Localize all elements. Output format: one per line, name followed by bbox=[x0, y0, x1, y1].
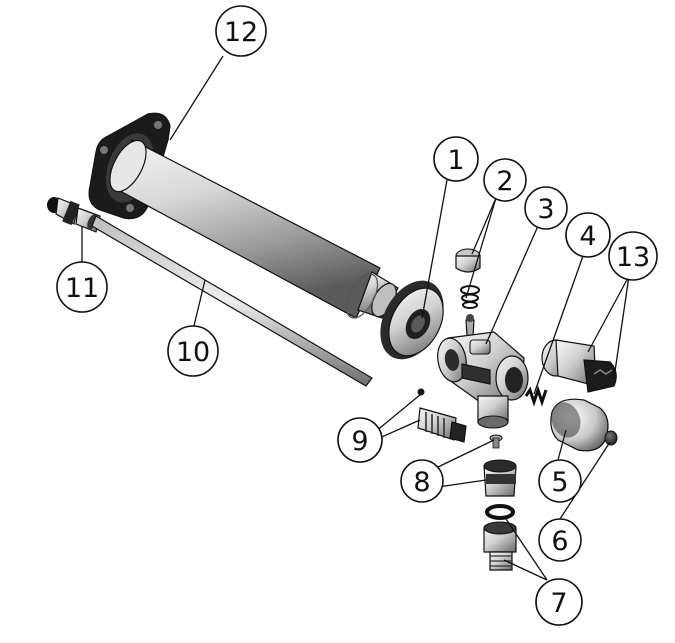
callout-11: 11 bbox=[56, 261, 108, 313]
svg-text:4: 4 bbox=[579, 221, 596, 252]
part-12-flange-pipe bbox=[88, 112, 399, 319]
part-10-rod bbox=[91, 215, 373, 387]
svg-text:7: 7 bbox=[550, 588, 567, 619]
callout-9: 9 bbox=[337, 417, 383, 463]
svg-text:11: 11 bbox=[65, 273, 99, 304]
part-6-ring bbox=[604, 430, 618, 446]
svg-text:13: 13 bbox=[616, 242, 650, 273]
callout-10: 10 bbox=[167, 325, 219, 377]
callout-13: 13 bbox=[608, 231, 658, 281]
svg-text:9: 9 bbox=[351, 426, 368, 457]
callout-12: 12 bbox=[215, 5, 267, 57]
part-13-vacuum-breaker bbox=[541, 339, 617, 393]
part-8-screw-nut bbox=[483, 434, 517, 497]
svg-text:10: 10 bbox=[176, 337, 210, 368]
svg-text:6: 6 bbox=[551, 526, 568, 557]
svg-text:3: 3 bbox=[537, 194, 554, 225]
callout-5: 5 bbox=[538, 459, 582, 503]
svg-text:5: 5 bbox=[551, 467, 568, 498]
part-3-valve-body bbox=[437, 331, 529, 429]
svg-text:8: 8 bbox=[413, 467, 430, 498]
part-2-cap-springs bbox=[455, 248, 481, 337]
part-7-hose-connector bbox=[483, 504, 517, 571]
svg-text:1: 1 bbox=[447, 145, 464, 176]
callout-7: 7 bbox=[535, 578, 583, 626]
part-5-cap bbox=[550, 398, 609, 452]
callout-3: 3 bbox=[524, 186, 568, 230]
callout-8: 8 bbox=[400, 459, 444, 503]
callout-1: 1 bbox=[433, 136, 479, 182]
part-9-cartridge bbox=[417, 388, 467, 443]
part-1-ring-flange bbox=[380, 280, 444, 360]
svg-text:12: 12 bbox=[224, 17, 258, 48]
svg-text:2: 2 bbox=[496, 166, 513, 197]
callout-6: 6 bbox=[538, 518, 582, 562]
callout-2: 2 bbox=[483, 158, 527, 202]
part-4-spring bbox=[524, 385, 548, 407]
callout-4: 4 bbox=[565, 212, 611, 258]
